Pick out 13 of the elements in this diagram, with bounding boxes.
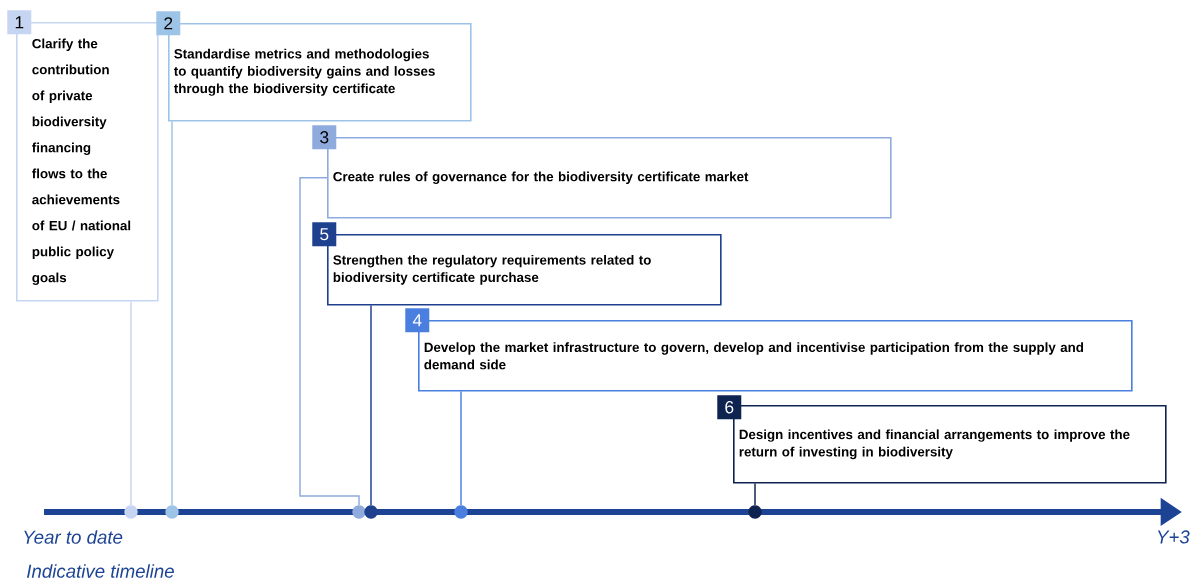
connector-line <box>171 120 173 506</box>
connector-line <box>130 300 132 506</box>
connector-line <box>370 304 372 506</box>
timeline-label: Y+3 <box>1157 530 1190 544</box>
connector-line <box>460 390 462 506</box>
connector-line <box>299 177 360 506</box>
timeline-label: Year to date <box>24 530 123 544</box>
connector-line <box>754 482 756 506</box>
number-tag: 5 <box>312 222 337 247</box>
number-tag: 6 <box>717 395 742 420</box>
timeline-label: Indicative timeline <box>27 564 174 578</box>
number-tag: 3 <box>312 125 337 150</box>
step-box: Design incentives and financial arrangements to improve the return of investing in biodiversity <box>733 405 1167 484</box>
